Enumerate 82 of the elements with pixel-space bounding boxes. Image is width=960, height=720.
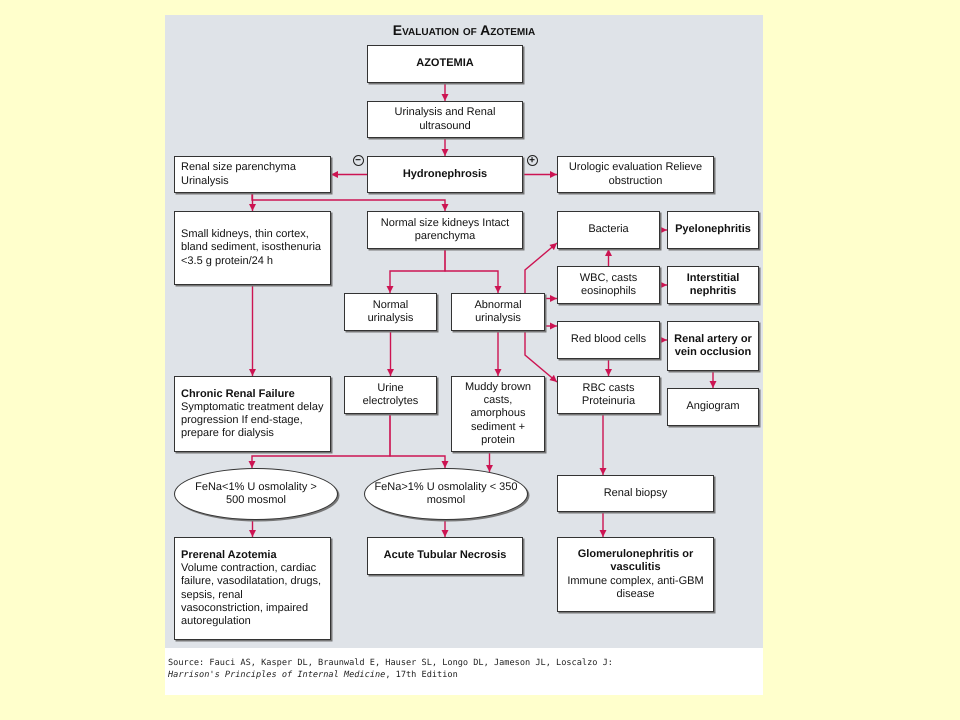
box-text: Volume contraction, cardiac failure, vasodilatation, drugs, sepsis, renal vasoconstriction, impaired autoregulation bbox=[181, 562, 322, 628]
arrow bbox=[442, 520, 448, 537]
process-box bbox=[344, 293, 437, 331]
arrow bbox=[600, 414, 606, 475]
arrow bbox=[660, 226, 667, 234]
source-citation: Harrison's Principles of Internal Medicine, 17th Edition bbox=[168, 670, 458, 680]
process-box bbox=[557, 376, 660, 414]
box-text: Bacteria bbox=[587, 223, 630, 237]
arrow bbox=[442, 138, 448, 156]
process-box bbox=[367, 45, 523, 83]
arrow bbox=[710, 371, 716, 388]
diagram-title: Evaluation of Azotemia bbox=[392, 22, 536, 38]
arrow bbox=[387, 331, 394, 376]
process-box bbox=[174, 211, 331, 285]
box-heading: Prerenal Azotemia bbox=[181, 548, 278, 562]
arrow bbox=[249, 193, 256, 211]
box-text: Interstitial nephritis bbox=[686, 272, 740, 298]
box-text: Renal artery or vein occlusion bbox=[674, 332, 752, 360]
source-citation: Source: Fauci AS, Kasper DL, Braunwald E, Hauser SL, Longo DL, Jameson JL, Loscalzo J: bbox=[168, 658, 613, 668]
process-box bbox=[557, 475, 714, 512]
arrow bbox=[524, 331, 558, 383]
arrow bbox=[524, 242, 558, 293]
process-box bbox=[557, 211, 660, 249]
arrow bbox=[605, 359, 612, 376]
box-text: Red blood cells bbox=[570, 333, 648, 347]
arrow bbox=[331, 171, 367, 178]
process-box bbox=[367, 537, 523, 575]
box-text: Muddy brown casts, amorphous sediment + protein bbox=[464, 381, 532, 447]
arrow bbox=[545, 295, 557, 302]
box-text: WBC, casts eosinophils bbox=[578, 272, 638, 298]
arrow bbox=[660, 282, 667, 288]
box-text: Abnormal urinalysis bbox=[473, 298, 523, 326]
process-box bbox=[667, 388, 759, 426]
box-text: Symptomatic treatment delay progression If end-stage, prepare for dialysis bbox=[181, 400, 324, 440]
process-box bbox=[557, 321, 660, 359]
process-box bbox=[667, 266, 759, 304]
arrow bbox=[249, 285, 256, 376]
box-text: Hydronephrosis bbox=[402, 168, 488, 182]
arrow bbox=[249, 520, 256, 537]
box-text: Renal biopsy bbox=[602, 486, 668, 500]
box-text: Small kidneys, thin cortex, bland sediment, isosthenuria <3.5 g protein/24 h bbox=[181, 228, 322, 268]
box-text: Angiogram bbox=[685, 400, 741, 414]
process-box bbox=[557, 156, 714, 193]
box-text: Immune complex, anti-GBM disease bbox=[566, 574, 705, 601]
box-text: Normal size kidneys Intact parenchyma bbox=[380, 216, 510, 244]
box-text: Normal urinalysis bbox=[366, 298, 414, 326]
arrow bbox=[444, 249, 502, 293]
box-text: Renal size parenchyma Urinalysis bbox=[181, 161, 297, 188]
arrow bbox=[486, 452, 493, 472]
box-text: Urinalysis and Renal ultrasound bbox=[394, 106, 496, 133]
box-text: Acute Tubular Necrosis bbox=[382, 549, 508, 563]
box-heading: Chronic Renal Failure bbox=[181, 388, 296, 401]
process-box bbox=[367, 101, 523, 138]
box-text: Pyelonephritis bbox=[674, 223, 752, 237]
arrow bbox=[660, 336, 667, 344]
process-box bbox=[367, 211, 523, 249]
process-box bbox=[451, 293, 545, 331]
arrow bbox=[251, 193, 448, 211]
process-box bbox=[667, 211, 759, 249]
process-box bbox=[451, 376, 545, 452]
box-text: Urologic evaluation Relieve obstruction bbox=[568, 161, 704, 188]
process-box bbox=[174, 537, 331, 640]
arrow bbox=[605, 249, 612, 266]
arrow bbox=[442, 83, 448, 101]
box-heading: Glomerulonephritis or vasculitis bbox=[576, 548, 694, 574]
arrow bbox=[600, 512, 606, 537]
process-box bbox=[667, 321, 759, 371]
box-text: RBC casts Proteinuria bbox=[580, 382, 636, 408]
process-box bbox=[174, 156, 331, 193]
process-box bbox=[557, 537, 714, 612]
box-text: Urine electrolytes bbox=[362, 382, 420, 408]
arrow bbox=[523, 171, 557, 178]
arrow bbox=[545, 322, 557, 330]
box-text: AZOTEMIA bbox=[415, 57, 475, 71]
process-box bbox=[367, 156, 523, 193]
process-box bbox=[174, 376, 331, 452]
box-text: FeNa<1% U osmolality > 500 mosmol bbox=[194, 480, 318, 508]
box-text: FeNa>1% U osmolality < 350 mosmol bbox=[373, 480, 519, 508]
arrow bbox=[389, 414, 448, 468]
arrow bbox=[494, 331, 502, 376]
process-box bbox=[344, 376, 437, 414]
process-box bbox=[557, 266, 660, 304]
